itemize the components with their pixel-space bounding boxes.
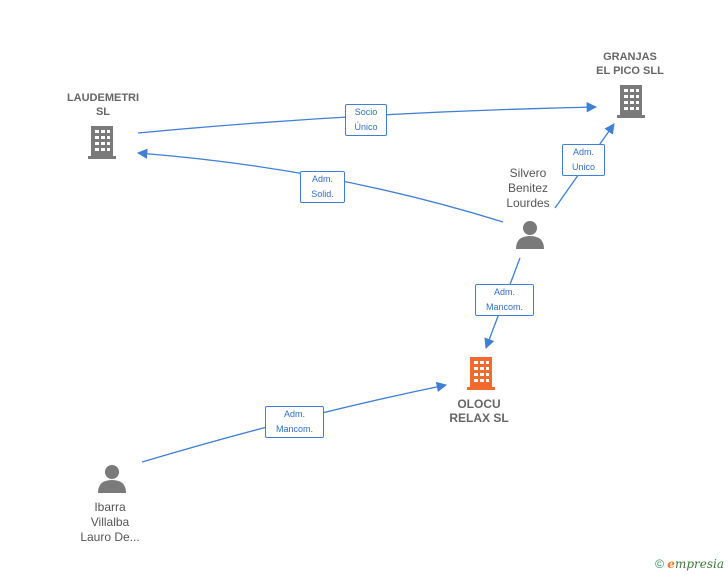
company-label-olocu[interactable]: OLOCU RELAX SL (424, 397, 534, 425)
edge-label-adm-solid[interactable]: Adm. Solid. (300, 171, 345, 203)
empresia-logo: © empresia (655, 557, 724, 571)
building-icon (617, 85, 645, 118)
company-name-line1: LAUDEMETRI (66, 92, 140, 104)
edge-label-line2: Solid. (311, 189, 334, 199)
edge-label-adm-mancom-ibarra[interactable]: Adm. Mancom. (265, 406, 324, 438)
person-name-line2: Villalba (90, 515, 130, 529)
person-name-line1: Silvero (509, 166, 547, 180)
person-name-line2: Benitez (507, 181, 549, 195)
edge-label-line2: Unico (571, 162, 595, 172)
company-name-line2: RELAX SL (449, 411, 509, 425)
edge-label-line1: Adm. (572, 147, 594, 157)
person-label-ibarra[interactable]: Ibarra Villalba Lauro De... (60, 500, 160, 545)
company-name-line2: EL PICO SLL (596, 65, 664, 77)
company-name-line1: OLOCU (457, 397, 501, 411)
edge-label-socio-unico[interactable]: Socio Único (345, 104, 387, 136)
person-icon (98, 465, 126, 493)
person-name-line3: Lourdes (506, 196, 550, 210)
brand-initial: e (667, 557, 675, 571)
person-name-line3: Lauro De... (80, 530, 140, 544)
edge-label-line2: Único (354, 122, 378, 132)
building-icon (88, 126, 116, 159)
edge-label-line1: Adm. (493, 287, 515, 297)
edge-label-line1: Adm. (311, 174, 333, 184)
edge-label-line2: Mancom. (275, 424, 313, 434)
person-name-line1: Ibarra (94, 500, 126, 514)
edge-label-line2: Mancom. (485, 302, 523, 312)
company-label-granjas[interactable]: GRANJAS EL PICO SLL (575, 50, 685, 78)
edge-label-line1: Adm. (283, 409, 305, 419)
person-label-silvero[interactable]: Silvero Benitez Lourdes (478, 166, 578, 211)
building-icon-highlighted (467, 357, 495, 390)
company-label-laudemetri[interactable]: LAUDEMETRI SL (48, 91, 158, 119)
edge-label-adm-unico[interactable]: Adm. Unico (562, 144, 605, 176)
copyright-icon: © (655, 557, 664, 571)
person-icon (516, 221, 544, 249)
brand-rest: mpresia (674, 557, 724, 571)
company-name-line2: SL (95, 106, 111, 118)
edge-label-line1: Socio (354, 107, 378, 117)
company-name-line1: GRANJAS (603, 51, 657, 63)
brand-name: empresia (667, 557, 724, 571)
edge-label-adm-mancom-silvero[interactable]: Adm. Mancom. (475, 284, 534, 316)
